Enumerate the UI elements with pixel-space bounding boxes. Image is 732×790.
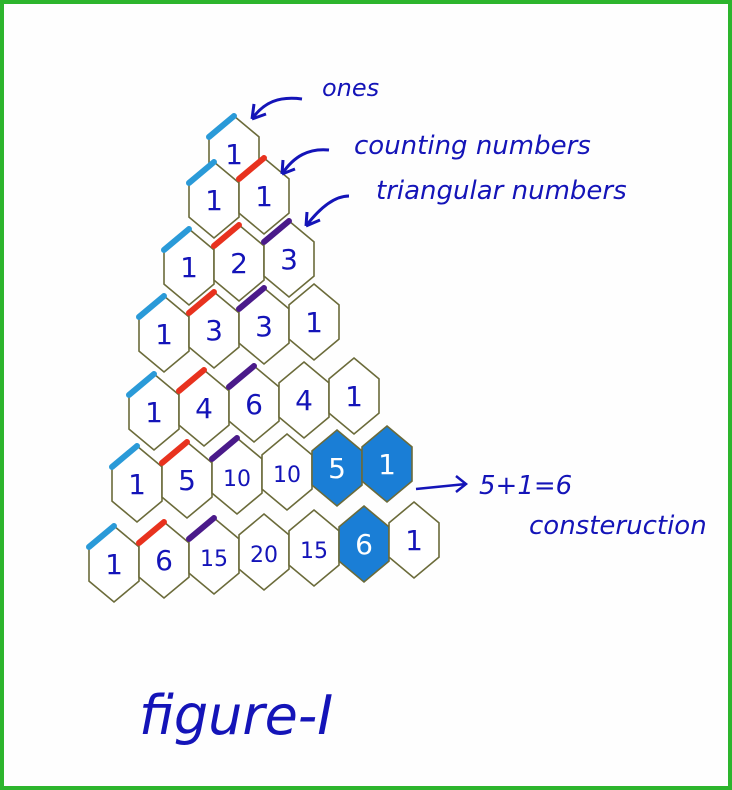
cell-value: 3 xyxy=(255,310,273,343)
counting-edge-mark xyxy=(176,367,207,394)
cell-value: 1 xyxy=(255,180,273,213)
label-triangular-numbers: triangular numbers xyxy=(376,176,627,206)
ones-edge-mark xyxy=(126,371,157,398)
annotation-counting: counting numbers xyxy=(280,131,591,176)
counting-edge-mark xyxy=(159,439,190,466)
ones-edge-mark xyxy=(186,159,217,186)
cell-value: 1 xyxy=(305,306,323,339)
cell-value: 10 xyxy=(273,463,301,488)
cell-value: 3 xyxy=(280,243,298,276)
annotation-construction: 5+1=6 consteruction xyxy=(415,471,707,541)
cell-value: 5 xyxy=(328,452,346,485)
hexagon-cell xyxy=(288,282,340,362)
cell-value: 2 xyxy=(230,247,248,280)
triangular-edge-mark xyxy=(236,285,267,312)
cell-value: 1 xyxy=(225,138,243,171)
label-sum: 5+1=6 xyxy=(479,471,572,501)
counting-edge-mark xyxy=(136,519,167,546)
cell-value: 15 xyxy=(300,539,328,564)
cell-value: 6 xyxy=(355,528,373,561)
cell-value: 6 xyxy=(155,544,173,577)
counting-edge-mark xyxy=(236,155,267,182)
cell-value: 15 xyxy=(200,547,228,572)
cell-value: 1 xyxy=(155,318,173,351)
label-counting-numbers: counting numbers xyxy=(354,131,591,161)
ones-edge-mark xyxy=(86,523,117,550)
annotation-ones: ones xyxy=(250,74,379,121)
cell-value: 1 xyxy=(205,184,223,217)
cell-value: 6 xyxy=(245,388,263,421)
cell-value: 1 xyxy=(128,468,146,501)
counting-edge-mark xyxy=(186,289,217,316)
counting-edge-mark xyxy=(211,222,242,249)
figure-caption: figure-I xyxy=(139,684,333,747)
hexagon-cell xyxy=(388,500,440,580)
ones-edge-mark xyxy=(109,443,140,470)
arrow-triangular-icon xyxy=(304,194,350,228)
arrow-sum-icon xyxy=(415,475,469,493)
cell-value: 4 xyxy=(295,384,313,417)
cell-value: 1 xyxy=(345,380,363,413)
arrow-counting-icon xyxy=(280,148,330,176)
cell-value: 20 xyxy=(250,543,278,568)
hexagon-cell xyxy=(328,356,380,436)
label-construction: consteruction xyxy=(529,511,707,541)
cell-value: 3 xyxy=(205,314,223,347)
triangular-edge-mark xyxy=(261,218,292,245)
highlighted-hexagon-cell xyxy=(361,424,413,504)
cell-value: 1 xyxy=(145,396,163,429)
cell-value: 10 xyxy=(223,467,251,492)
arrow-ones-icon xyxy=(250,96,303,121)
ones-edge-mark xyxy=(161,226,192,253)
cell-value: 1 xyxy=(405,524,423,557)
cell-value: 1 xyxy=(180,251,198,284)
annotation-triangular: triangular numbers xyxy=(304,176,627,228)
cell-value: 1 xyxy=(105,548,123,581)
triangular-edge-mark xyxy=(226,363,257,390)
cell-value: 4 xyxy=(195,392,213,425)
ones-edge-mark xyxy=(136,293,167,320)
cell-value: 5 xyxy=(178,464,196,497)
label-ones: ones xyxy=(322,74,379,102)
triangular-edge-mark xyxy=(209,435,240,462)
triangular-edge-mark xyxy=(186,515,217,542)
ones-edge-mark xyxy=(206,113,237,140)
cell-value: 1 xyxy=(378,448,396,481)
